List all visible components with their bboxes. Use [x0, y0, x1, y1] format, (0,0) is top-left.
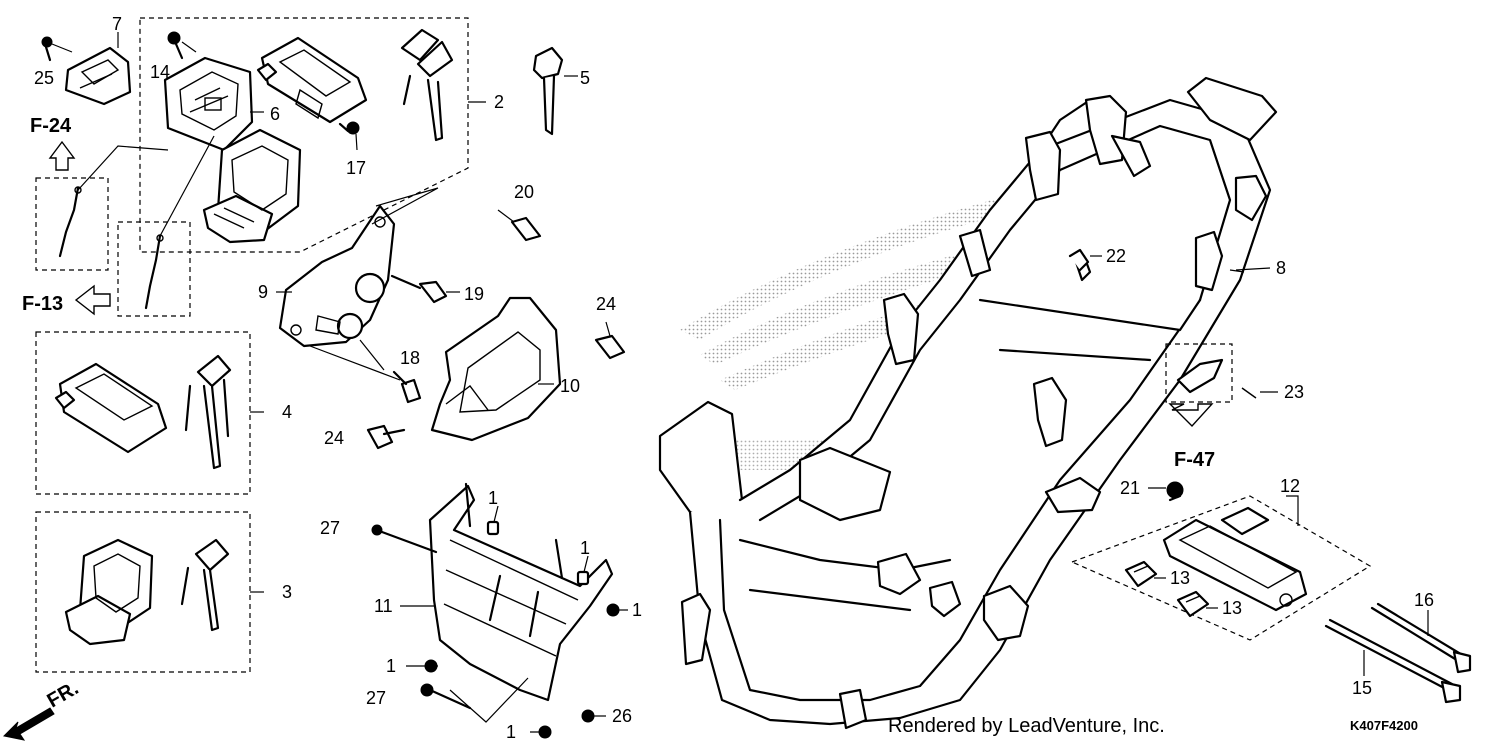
part-16-bolt — [1370, 602, 1472, 674]
f47-arrow — [1168, 403, 1214, 428]
callout-21: 21 — [1120, 478, 1140, 498]
callout-19: 19 — [464, 284, 484, 304]
part-10-cover — [430, 296, 562, 442]
callout-9: 9 — [258, 282, 268, 302]
part-14-screw — [167, 31, 197, 60]
part-1-collars — [424, 520, 620, 739]
part-17-screw — [338, 121, 360, 151]
callout-6: 6 — [270, 104, 280, 124]
callout-11: 11 — [374, 596, 393, 616]
callout-2: 2 — [494, 92, 504, 112]
part-22-clip — [1068, 248, 1102, 272]
front-direction-arrow — [2, 707, 55, 741]
callout-3: 3 — [282, 582, 292, 602]
part-8-main-frame — [658, 76, 1278, 730]
part-9-bracket — [278, 187, 439, 381]
part-2-lock-body — [256, 36, 368, 124]
cable-box-right — [117, 135, 215, 317]
callout-16: 16 — [1414, 590, 1434, 610]
callout-1-top: 1 — [488, 488, 498, 508]
callout-15: 15 — [1352, 678, 1372, 698]
seat-lock-module — [202, 128, 302, 244]
callout-4: 4 — [282, 402, 292, 422]
part-4-box — [35, 331, 264, 495]
callout-12: 12 — [1280, 476, 1300, 496]
part-7-bracket — [64, 46, 132, 106]
callout-10: 10 — [560, 376, 580, 396]
callout-14: 14 — [150, 62, 170, 82]
callout-27-upper: 27 — [320, 518, 340, 538]
part-20-bolt — [497, 209, 542, 242]
callout-23: 23 — [1284, 382, 1304, 402]
callout-1-left: 1 — [386, 656, 396, 676]
leader-lines — [117, 32, 1271, 733]
diagram-code: K407F4200 — [1350, 718, 1418, 733]
callout-24-upper: 24 — [596, 294, 616, 314]
part-19-bolt — [390, 274, 460, 304]
callout-26: 26 — [612, 706, 632, 726]
part-13-rubber-upper — [1124, 560, 1158, 588]
callout-1-bottom: 1 — [506, 722, 516, 742]
cable-box-left — [35, 145, 169, 271]
part-24-bolt-lower — [366, 424, 406, 450]
part-3-box — [35, 511, 264, 673]
part-6-switch-base — [163, 56, 254, 152]
callout-22: 22 — [1106, 246, 1126, 266]
callout-18: 18 — [400, 348, 420, 368]
ref-f47: F-47 — [1174, 449, 1215, 471]
callout-8: 8 — [1276, 258, 1286, 278]
callout-13-lower: 13 — [1222, 598, 1242, 618]
part-25-screw — [41, 36, 73, 62]
part-13-rubber-lower — [1176, 590, 1210, 618]
part-12-assembly — [1070, 494, 1372, 641]
callout-labels: 7 25 14 6 2 5 17 20 9 19 24 18 10 24 4 3… — [34, 14, 1434, 742]
callout-24-lower: 24 — [324, 428, 344, 448]
ref-front: FR. — [44, 677, 83, 712]
callout-27-lower: 27 — [366, 688, 386, 708]
part-15-bolt — [1324, 618, 1462, 704]
callout-1-right-upper: 1 — [580, 538, 590, 558]
credit-text: Rendered by LeadVenture, Inc. — [888, 715, 1165, 737]
part-2-keys — [400, 28, 486, 142]
part-23-clip — [1165, 269, 1278, 403]
callout-13-upper: 13 — [1170, 568, 1190, 588]
footer: Rendered by LeadVenture, Inc. K407F4200 — [888, 715, 1418, 737]
part-21-nut — [1148, 481, 1184, 499]
part-5-key — [532, 46, 578, 136]
f24-arrow — [48, 140, 76, 171]
callout-1-right: 1 — [632, 600, 642, 620]
callout-25: 25 — [34, 68, 54, 88]
callout-20: 20 — [514, 182, 534, 202]
part-11-subframe — [371, 482, 614, 723]
ref-f13: F-13 — [22, 293, 63, 315]
ref-f24: F-24 — [30, 115, 72, 137]
callout-5: 5 — [580, 68, 590, 88]
callout-17: 17 — [346, 158, 366, 178]
part-24-bolt-upper — [594, 321, 626, 360]
callout-7: 7 — [112, 14, 122, 34]
f13-arrow — [74, 284, 111, 316]
part-18-bolt — [392, 370, 422, 404]
